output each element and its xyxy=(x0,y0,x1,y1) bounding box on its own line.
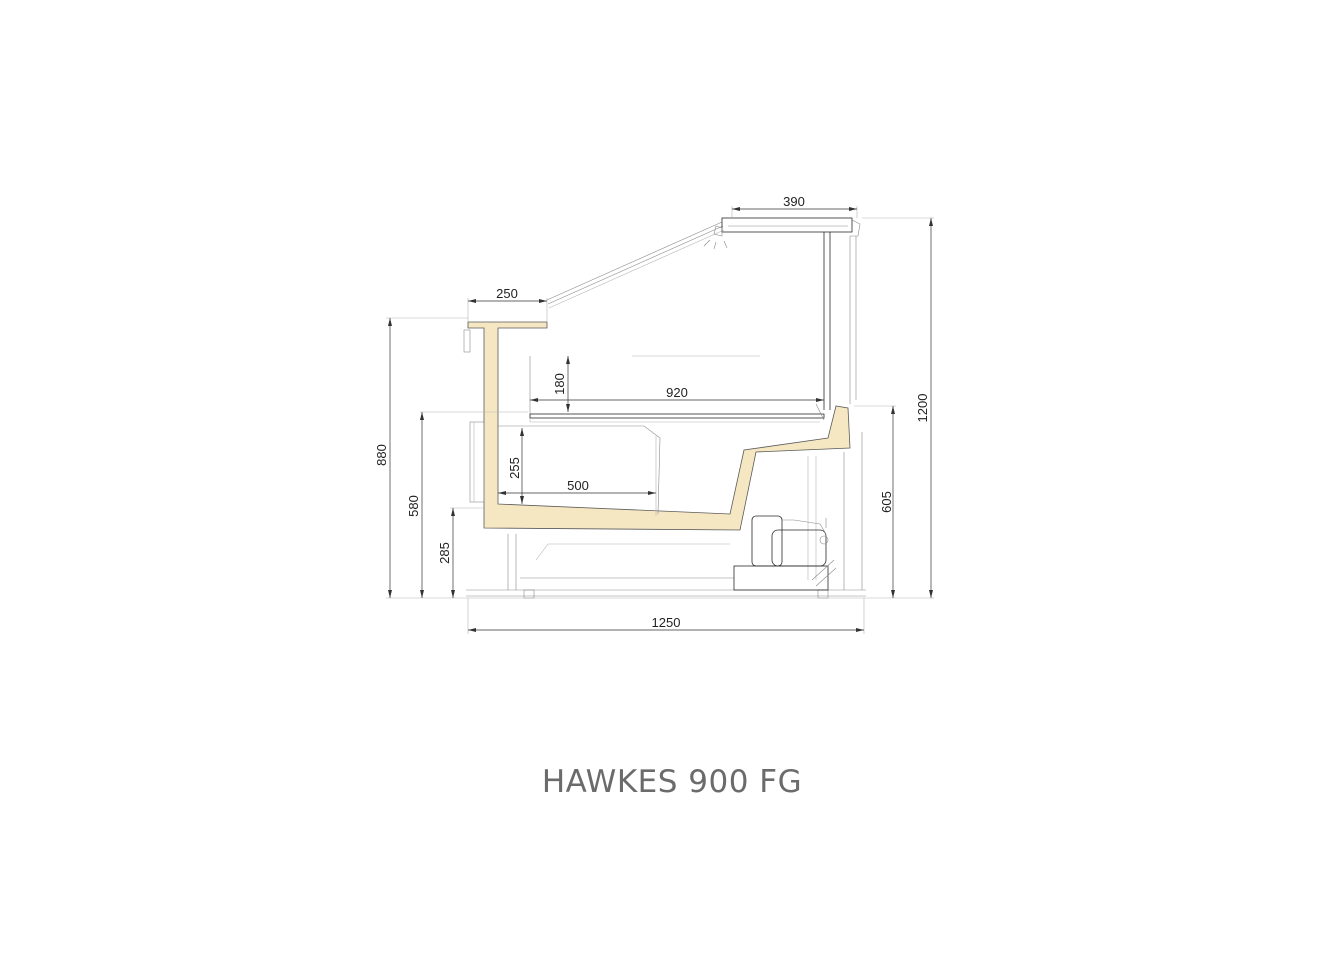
dim-shelf-depth: 180 xyxy=(552,356,570,412)
dim-label-180: 180 xyxy=(552,373,567,395)
lower-well xyxy=(498,425,661,516)
dim-label-390: 390 xyxy=(783,194,805,209)
dim-overall-height-front: 880 xyxy=(374,318,392,598)
front-glass xyxy=(546,221,725,309)
dim-label-500: 500 xyxy=(567,478,589,493)
dim-label-880: 880 xyxy=(374,444,389,466)
dim-rear-height: 605 xyxy=(879,406,895,598)
dim-overall-depth: 1250 xyxy=(468,615,864,632)
extension-lines xyxy=(386,206,934,634)
rear-post xyxy=(823,232,857,410)
dim-label-250: 250 xyxy=(496,286,518,301)
dim-label-255: 255 xyxy=(507,457,522,479)
dim-label-580: 580 xyxy=(406,495,421,517)
dim-shelf-width: 920 xyxy=(530,385,824,402)
dim-label-605: 605 xyxy=(879,491,894,513)
model-title: HAWKES 900 FG xyxy=(541,764,803,800)
dim-counter-height: 580 xyxy=(406,412,424,598)
canopy xyxy=(703,217,861,250)
shelf xyxy=(529,355,825,423)
dim-top-canopy-width: 390 xyxy=(732,194,857,211)
dim-base-height: 285 xyxy=(437,508,455,598)
dim-well-depth: 255 xyxy=(507,428,524,504)
dim-label-920: 920 xyxy=(666,385,688,400)
front-panel xyxy=(463,329,485,503)
dim-front-top-width: 250 xyxy=(468,286,547,303)
dim-label-1200: 1200 xyxy=(915,394,930,423)
dim-label-1250: 1250 xyxy=(652,615,681,630)
compressor xyxy=(733,515,837,591)
dim-label-285: 285 xyxy=(437,542,452,564)
dim-well-width: 500 xyxy=(498,478,656,495)
dim-overall-height: 1200 xyxy=(915,218,933,598)
